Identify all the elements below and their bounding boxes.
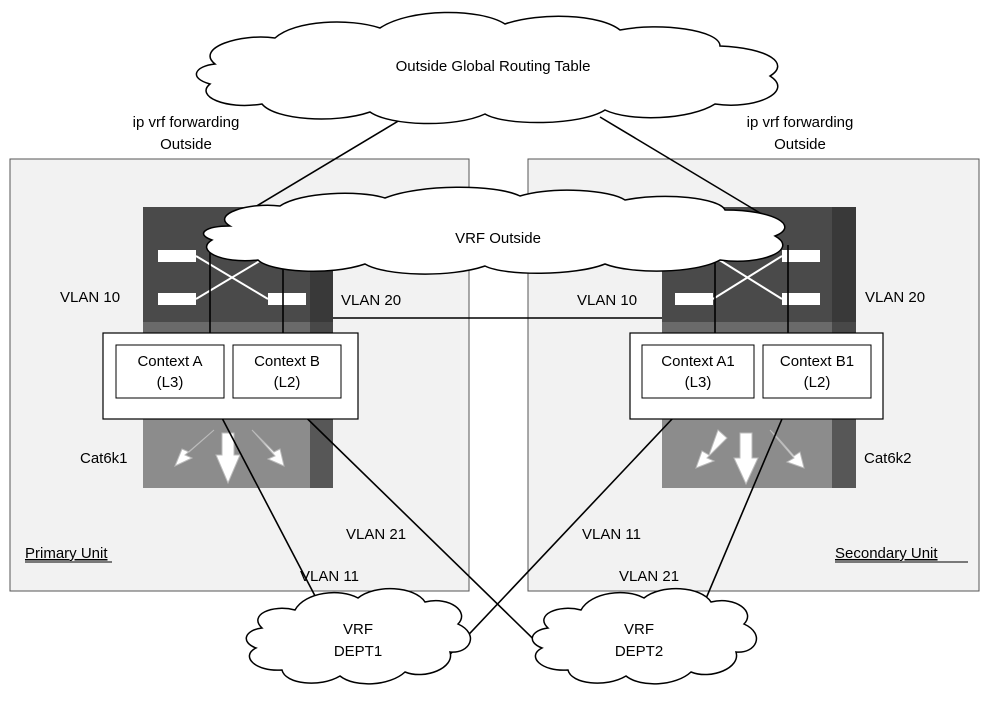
context-b-mode: (L2) bbox=[274, 374, 301, 391]
link-global-to-cat6k1 bbox=[244, 116, 406, 214]
forwarding-left-line2: Outside bbox=[160, 136, 212, 153]
vrf-dept2-line2: DEPT2 bbox=[615, 643, 663, 660]
secondary-vlan11-label: VLAN 11 bbox=[582, 526, 641, 543]
link-context-a-dept1 bbox=[209, 394, 326, 616]
link-context-b-dept2 bbox=[282, 394, 561, 666]
secondary-unit-label: Secondary Unit bbox=[835, 545, 938, 562]
primary-context-panel: Context A (L3) Context B (L2) bbox=[102, 332, 359, 420]
forwarding-right-line1: ip vrf forwarding bbox=[747, 114, 854, 131]
global-routing-label: Outside Global Routing Table bbox=[396, 58, 591, 75]
connection-lines bbox=[209, 116, 791, 666]
context-b1-box[interactable] bbox=[762, 344, 872, 399]
primary-vlan20-label: VLAN 20 bbox=[341, 292, 401, 309]
vrf-outside-cloud: VRF Outside bbox=[202, 186, 786, 275]
context-a-name: Context A bbox=[137, 353, 202, 370]
forwarding-left-line1: ip vrf forwarding bbox=[133, 114, 240, 131]
vrf-dept1-line2: DEPT1 bbox=[334, 643, 382, 660]
context-a1-box[interactable] bbox=[641, 344, 755, 399]
context-a-box[interactable] bbox=[115, 344, 225, 399]
cat6k1-label: Cat6k1 bbox=[80, 450, 128, 467]
primary-vlan21-label: VLAN 21 bbox=[346, 526, 406, 543]
vrf-outside-label: VRF Outside bbox=[455, 230, 541, 247]
context-b1-mode: (L2) bbox=[804, 374, 831, 391]
secondary-context-panel: Context A1 (L3) Context B1 (L2) bbox=[629, 332, 884, 420]
global-routing-cloud: Outside Global Routing Table bbox=[195, 11, 779, 125]
context-b-name: Context B bbox=[254, 353, 320, 370]
context-b-box[interactable] bbox=[232, 344, 342, 399]
cat6k2-label: Cat6k2 bbox=[864, 450, 912, 467]
primary-vlan10-label: VLAN 10 bbox=[60, 289, 120, 306]
context-a1-mode: (L3) bbox=[685, 374, 712, 391]
context-a1-name: Context A1 bbox=[661, 353, 734, 370]
secondary-vlan20-label: VLAN 20 bbox=[865, 289, 925, 306]
context-b1-name: Context B1 bbox=[780, 353, 854, 370]
context-a-mode: (L3) bbox=[157, 374, 184, 391]
link-global-to-cat6k2 bbox=[599, 116, 761, 214]
vrf-dept1-line1: VRF bbox=[343, 621, 373, 638]
secondary-vlan10-label: VLAN 10 bbox=[577, 292, 637, 309]
vrf-dept2-line1: VRF bbox=[624, 621, 654, 638]
forwarding-right-line2: Outside bbox=[774, 136, 826, 153]
vrf-dept1-cloud: VRF DEPT1 bbox=[245, 587, 472, 685]
link-context-a1-dept1 bbox=[439, 399, 691, 666]
primary-vlan11-label: VLAN 11 bbox=[300, 568, 359, 585]
primary-unit-label: Primary Unit bbox=[25, 545, 108, 562]
vrf-dept2-cloud: VRF DEPT2 bbox=[531, 587, 758, 685]
secondary-vlan21-label: VLAN 21 bbox=[619, 568, 679, 585]
